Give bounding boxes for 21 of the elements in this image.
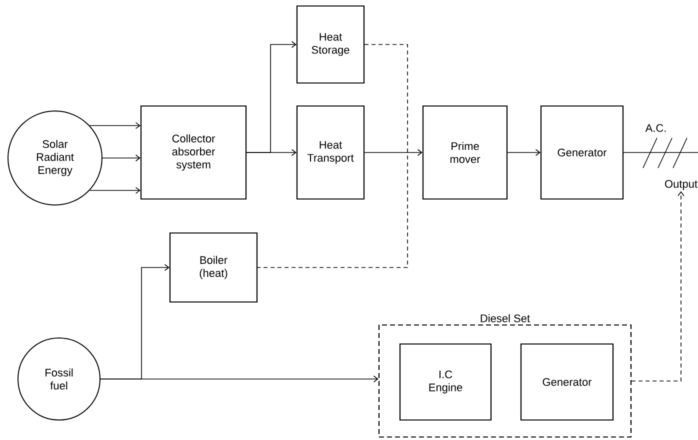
line-label: A.C. (645, 124, 666, 132)
arrow (364, 149, 422, 156)
arrow (246, 149, 296, 156)
process-box: Heat Transport (296, 105, 365, 200)
arrow (100, 376, 378, 382)
process-box: Collector absorber system (140, 105, 247, 200)
process-box: Boiler (heat) (169, 232, 258, 303)
node-label: Diesel Set (480, 314, 530, 322)
process-box: Generator (520, 343, 614, 421)
process-box: Heat Storage (296, 5, 365, 84)
arrow (89, 187, 140, 194)
connector-line (623, 152, 698, 153)
output-text: Output (665, 180, 698, 190)
arrow (102, 154, 140, 162)
arrow (631, 191, 684, 382)
connector-line (257, 44, 408, 268)
arrow (507, 149, 540, 156)
process-box: Prime mover (422, 105, 508, 200)
process-box: Generator (540, 105, 624, 200)
arrow (89, 122, 140, 129)
process-box: I.C Engine (399, 343, 492, 421)
